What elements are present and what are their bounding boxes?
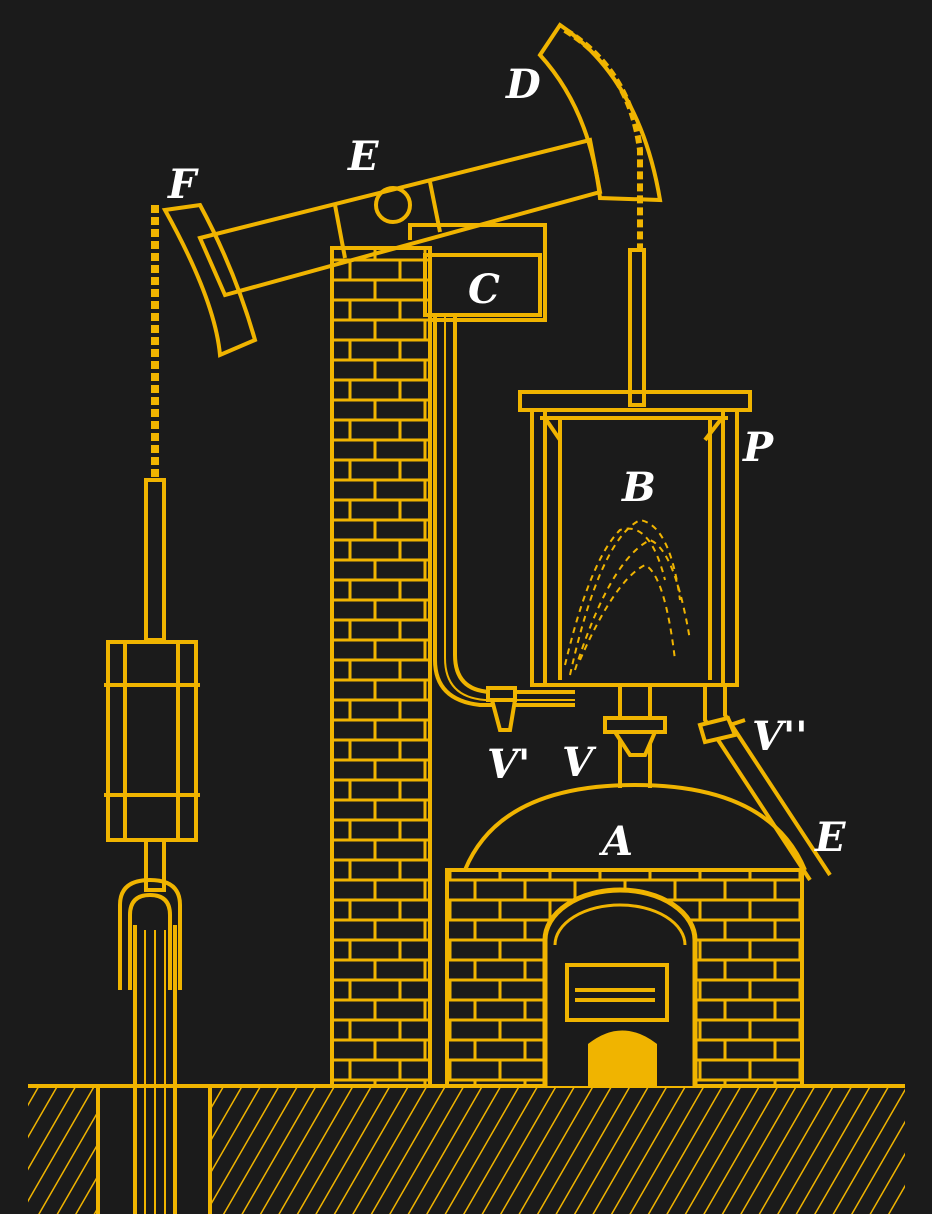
water-tank [408, 223, 547, 322]
furnace-door [565, 963, 669, 1022]
valve-v-prime [486, 686, 517, 732]
label-f: F [168, 161, 197, 208]
pump-rod [144, 478, 166, 642]
label-v: V [562, 739, 594, 786]
label-e-beam: E [348, 133, 379, 180]
counterweight [106, 640, 198, 842]
fire [588, 1030, 657, 1088]
piston [540, 416, 728, 442]
cylinder [530, 408, 739, 687]
valve-v [603, 716, 667, 757]
label-p: P [743, 424, 774, 471]
injection-pipe [433, 315, 575, 707]
cylinder-outer [518, 390, 752, 412]
label-d: D [506, 61, 541, 108]
brick-wall [330, 246, 432, 1088]
label-b: B [622, 464, 656, 511]
valve-v-double-prime [697, 715, 746, 745]
ground-hatch-left [28, 1088, 98, 1214]
ground-hatch-right [210, 1088, 905, 1214]
piston-rod [628, 248, 646, 407]
arch-head-f [161, 202, 258, 358]
label-e-pipe: E [815, 814, 846, 861]
pump-pipe [133, 925, 177, 1214]
water-spray [564, 518, 691, 676]
label-a: A [602, 818, 634, 865]
label-c: C [468, 266, 500, 313]
overflow-pipe [703, 685, 832, 882]
beam-pivot [374, 186, 412, 224]
label-v-double-prime: V'' [752, 713, 808, 760]
chain-d [563, 27, 643, 250]
pump-barrel [118, 877, 182, 990]
label-v-prime: V' [487, 741, 531, 788]
